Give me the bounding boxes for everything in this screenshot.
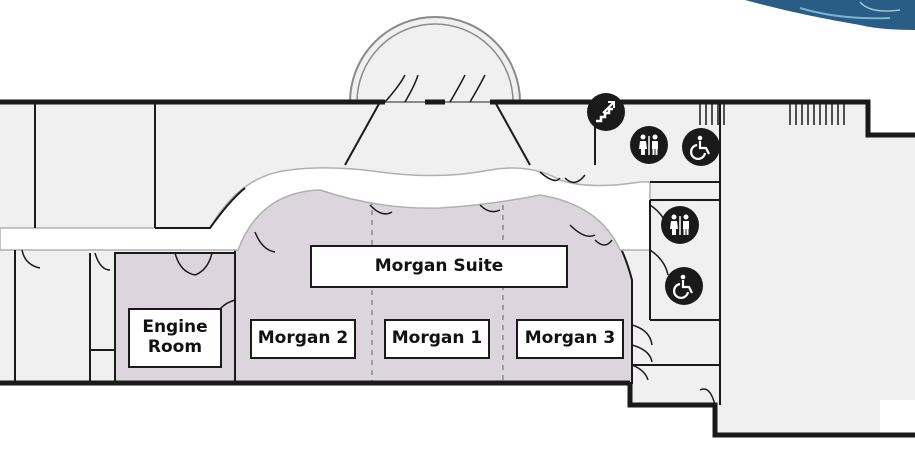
dome-room <box>348 16 522 103</box>
morgan-1-label: Morgan 1 <box>384 319 490 359</box>
door-engine-room <box>174 252 196 276</box>
restroom-icon <box>661 206 699 244</box>
morgan-3-label: Morgan 3 <box>516 319 624 359</box>
door-dome-right <box>449 74 466 103</box>
door-suite-left <box>254 231 276 253</box>
stairs-up-icon <box>587 93 625 131</box>
accessible-icon <box>682 128 720 166</box>
accessible-icon <box>665 267 703 305</box>
engine-room-label: Engine Room <box>128 308 222 368</box>
restroom-icon <box>630 126 668 164</box>
morgan-2-label: Morgan 2 <box>250 319 356 359</box>
morgan-suite-label: Morgan Suite <box>310 245 568 288</box>
corridor <box>0 167 651 251</box>
door-dome-left <box>384 74 406 103</box>
